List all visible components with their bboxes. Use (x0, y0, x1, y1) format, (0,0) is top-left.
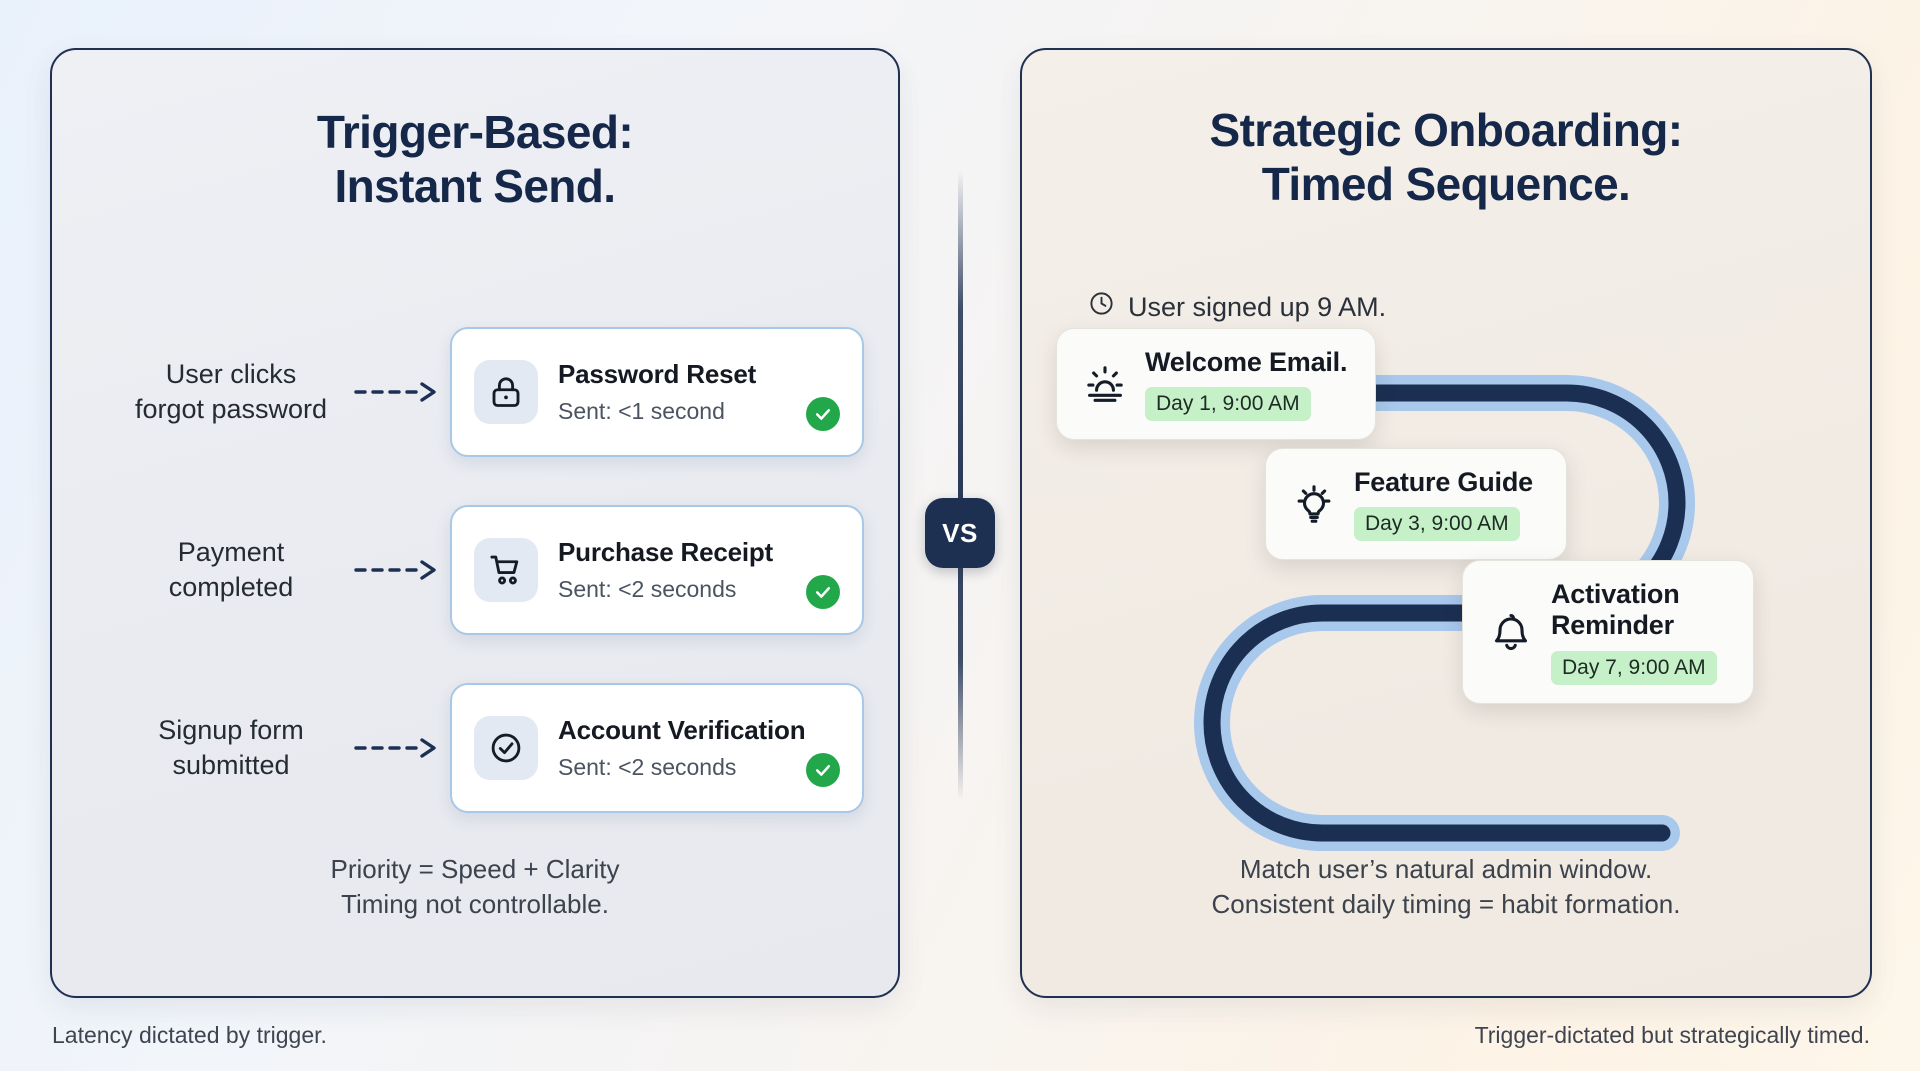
trigger-label-line1: Signup form (158, 714, 304, 745)
trigger-label: User clicks forgot password (112, 357, 350, 427)
check-icon (806, 397, 840, 431)
check-circle-icon (474, 716, 538, 780)
trigger-row: Signup form submitted (52, 678, 898, 818)
check-icon (806, 575, 840, 609)
sequence-card-feature-guide[interactable]: Feature Guide Day 3, 9:00 AM (1265, 448, 1567, 561)
event-card[interactable]: Account Verification Sent: <2 seconds (450, 683, 864, 813)
vs-badge: VS (925, 498, 995, 568)
sequence-card-text: Activation Reminder Day 7, 9:00 AM (1551, 579, 1717, 685)
event-title: Purchase Receipt (558, 537, 774, 567)
trigger-row: Payment completed (52, 500, 898, 640)
event-card[interactable]: Purchase Receipt Sent: <2 seconds (450, 505, 864, 635)
center-divider (958, 170, 963, 800)
shopping-cart-icon (474, 538, 538, 602)
left-caption: Latency dictated by trigger. (52, 1022, 327, 1048)
event-text: Purchase Receipt Sent: <2 seconds (558, 537, 806, 603)
dashed-arrow-icon (350, 736, 450, 760)
dashed-arrow-icon (350, 380, 450, 404)
event-text: Account Verification Sent: <2 seconds (558, 715, 806, 781)
check-icon (806, 753, 840, 787)
right-panel-title-line1: Strategic Onboarding: (1209, 104, 1684, 156)
sequence-card-text: Welcome Email. Day 1, 9:00 AM (1145, 347, 1348, 422)
event-subtitle: Sent: <1 second (558, 398, 725, 424)
left-panel-title: Trigger-Based: Instant Send. (52, 106, 898, 214)
lock-icon (474, 360, 538, 424)
sequence-card-title-line2: Reminder (1551, 610, 1674, 641)
right-panel-footnote: Match user’s natural admin window. Consi… (1022, 852, 1870, 922)
dashed-arrow-icon (350, 558, 450, 582)
trigger-based-panel: Trigger-Based: Instant Send. User clicks… (50, 48, 900, 998)
sequence-card-activation-reminder[interactable]: Activation Reminder Day 7, 9:00 AM (1462, 560, 1754, 704)
event-text: Password Reset Sent: <1 second (558, 359, 806, 425)
trigger-label-line1: User clicks (165, 358, 297, 389)
signup-note-label: User signed up 9 AM. (1128, 291, 1387, 322)
clock-icon (1088, 290, 1115, 324)
sequence-card-title-line1: Activation (1551, 579, 1680, 609)
sequence-card-welcome-email[interactable]: Welcome Email. Day 1, 9:00 AM (1056, 328, 1376, 441)
sequence-card-badge: Day 3, 9:00 AM (1354, 507, 1520, 542)
left-panel-title-line2: Instant Send. (334, 159, 616, 212)
trigger-label-line2: completed (168, 572, 294, 602)
event-subtitle: Sent: <2 seconds (558, 576, 737, 602)
lightbulb-icon (1288, 482, 1340, 526)
left-footnote-line2: Timing not controllable. (341, 888, 609, 919)
right-footnote-line2: Consistent daily timing = habit formatio… (1211, 888, 1681, 919)
sequence-card-text: Feature Guide Day 3, 9:00 AM (1354, 467, 1533, 542)
trigger-label: Signup form submitted (112, 713, 350, 783)
trigger-label-line2: submitted (172, 750, 290, 780)
right-caption: Trigger-dictated but strategically timed… (1474, 1022, 1870, 1048)
left-footnote-line1: Priority = Speed + Clarity (330, 853, 620, 884)
strategic-onboarding-panel: Strategic Onboarding: Timed Sequence. Us… (1020, 48, 1872, 998)
trigger-row: User clicks forgot password (52, 322, 898, 462)
right-panel-title-line2: Timed Sequence. (1261, 157, 1631, 210)
sunrise-icon (1079, 362, 1131, 406)
event-card[interactable]: Password Reset Sent: <1 second (450, 327, 864, 457)
left-panel-footnote: Priority = Speed + Clarity Timing not co… (52, 852, 898, 922)
trigger-rows-list: User clicks forgot password (52, 322, 898, 856)
sequence-card-title: Feature Guide (1354, 467, 1533, 497)
sequence-card-badge: Day 1, 9:00 AM (1145, 387, 1311, 422)
right-footnote-line1: Match user’s natural admin window. (1239, 853, 1653, 884)
event-subtitle: Sent: <2 seconds (558, 754, 737, 780)
event-title: Account Verification (558, 715, 806, 745)
sequence-card-title: Activation Reminder (1551, 579, 1717, 642)
trigger-label-line2: forgot password (134, 394, 328, 424)
sequence-card-badge: Day 7, 9:00 AM (1551, 650, 1717, 685)
trigger-label: Payment completed (112, 535, 350, 605)
sequence-card-title: Welcome Email. (1145, 347, 1348, 377)
event-title: Password Reset (558, 359, 757, 389)
signup-note: User signed up 9 AM. (1088, 290, 1386, 324)
left-panel-title-line1: Trigger-Based: (316, 106, 634, 158)
trigger-label-line1: Payment (177, 536, 285, 567)
right-panel-title: Strategic Onboarding: Timed Sequence. (1022, 104, 1870, 212)
bell-icon (1485, 610, 1537, 654)
